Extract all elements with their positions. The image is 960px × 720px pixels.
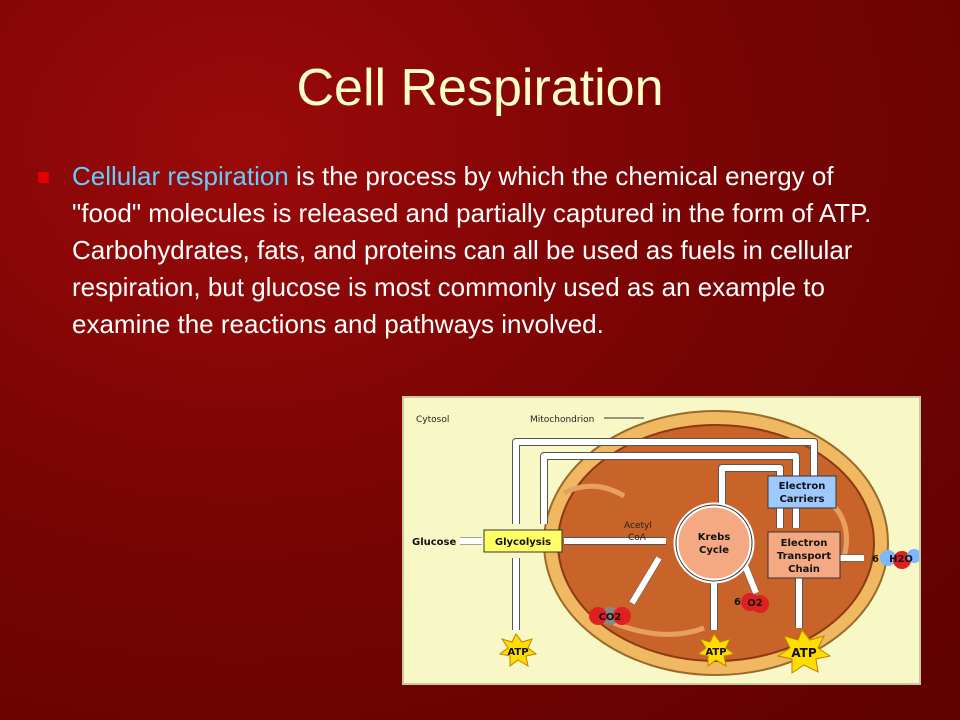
acetyl-label-2: CoA [628,533,647,543]
cell-respiration-diagram: Cytosol Mitochondrion Krebs Cycle Glucos… [402,396,921,685]
etc-label-3: Chain [788,564,820,575]
h2o-molecule-icon [880,550,896,566]
krebs-label-1: Krebs [698,532,731,543]
o2-label: O2 [747,598,763,609]
h2o-label: H2O [889,554,913,565]
co2-label: CO2 [599,612,622,623]
atp-star-3: ATP [776,629,832,674]
bullet-list: Cellular respiration is the process by w… [38,158,888,343]
atp-label-2: ATP [705,647,726,658]
bullet-text: is the process by which the chemical ene… [72,161,872,339]
cytosol-label: Cytosol [416,415,449,425]
etc-label-1: Electron [781,538,828,549]
glucose-label: Glucose [412,537,457,548]
acetyl-label-1: Acetyl [624,521,652,531]
diagram-svg: Cytosol Mitochondrion Krebs Cycle Glucos… [412,410,919,676]
etc-label-2: Transport [777,551,831,562]
etc-box [767,531,841,579]
carriers-label-2: Carriers [779,494,824,505]
atp-label-3: ATP [791,646,817,660]
slide-title: Cell Respiration [296,59,664,117]
atp-star-1: ATP [498,633,538,668]
glycolysis-label: Glycolysis [495,537,551,548]
bullet-marker-icon [38,172,49,183]
o2-coefficient: 6 [734,597,741,608]
highlighted-term: Cellular respiration [72,161,289,191]
atp-label-1: ATP [507,647,528,658]
krebs-label-2: Cycle [699,545,729,556]
electron-carriers-box [767,475,837,509]
carriers-label-1: Electron [779,481,826,492]
h2o-coefficient: 6 [872,554,879,565]
bullet-paragraph: Cellular respiration is the process by w… [72,158,888,343]
atp-star-2: ATP [696,633,736,668]
mitochondrion-label: Mitochondrion [530,415,594,425]
glycolysis-box [483,529,563,553]
